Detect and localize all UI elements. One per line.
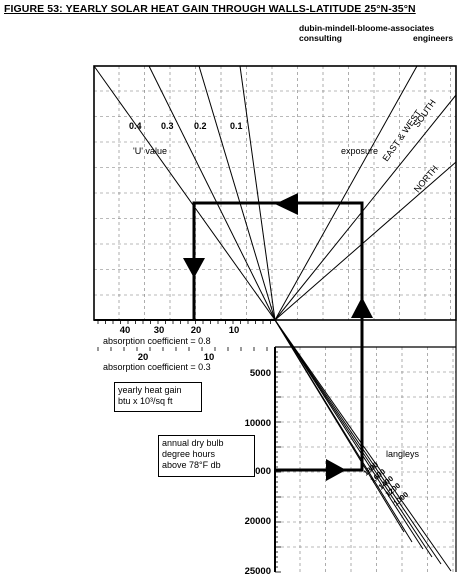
heat-gain-box: yearly heat gain btu x 10³/sq ft — [114, 382, 202, 412]
arrow-down-icon — [183, 258, 205, 278]
scale-08-40: 40 — [120, 325, 131, 336]
dry-bulb-line1: annual dry bulb — [162, 438, 224, 448]
absorption-scale-ticks — [97, 320, 281, 573]
u-value-0.3: 0.3 — [161, 121, 174, 131]
u-value-0.1: 0.1 — [230, 121, 243, 131]
dry-bulb-line3: above 78°F db — [162, 460, 221, 470]
heat-gain-line1: yearly heat gain — [118, 385, 182, 395]
u-value-0.4: 0.4 — [129, 121, 142, 131]
scale-08-20: 20 — [191, 325, 202, 336]
scale-08-10: 10 — [229, 325, 240, 336]
arrow-left-icon — [275, 193, 298, 215]
degree-hours-10000: 10000 — [245, 418, 271, 429]
degree-hours-25000: 25000 — [245, 566, 271, 577]
degree-hours-15000: 15000 — [245, 466, 271, 477]
figure-title: FIGURE 53: YEARLY SOLAR HEAT GAIN THROUG… — [4, 3, 416, 15]
scale-03-20: 20 — [138, 352, 149, 363]
exposure-lines — [274, 65, 457, 321]
u-value-lines — [93, 65, 276, 321]
langley-lines — [274, 319, 452, 572]
north-label: NORTH — [412, 163, 440, 194]
exposure-label: exposure — [341, 146, 378, 156]
dry-bulb-line2: degree hours — [162, 449, 216, 459]
example-path — [183, 193, 373, 481]
firm-subtitle-engineers: engineers — [413, 33, 454, 43]
arrow-up-icon — [351, 297, 373, 318]
u-value-0.2: 0.2 — [194, 121, 207, 131]
degree-hours-20000: 20000 — [245, 516, 271, 527]
u-value-label: 'U' value — [133, 146, 167, 156]
absorption-03-label: absorption coefficient = 0.3 — [103, 362, 211, 372]
absorption-08-label: absorption coefficient = 0.8 — [103, 336, 211, 346]
scale-03-10: 10 — [204, 352, 215, 363]
scale-08-30: 30 — [154, 325, 165, 336]
heat-gain-line2: btu x 10³/sq ft — [118, 396, 173, 406]
firm-name: dubin-mindell-bloome-associates — [299, 23, 435, 33]
langleys-label: langleys — [386, 449, 420, 459]
arrow-right-icon — [326, 459, 346, 481]
degree-hours-5000: 5000 — [250, 368, 271, 379]
dry-bulb-box: annual dry bulb degree hours above 78°F … — [158, 435, 255, 477]
firm-subtitle-consulting: consulting — [299, 33, 342, 43]
